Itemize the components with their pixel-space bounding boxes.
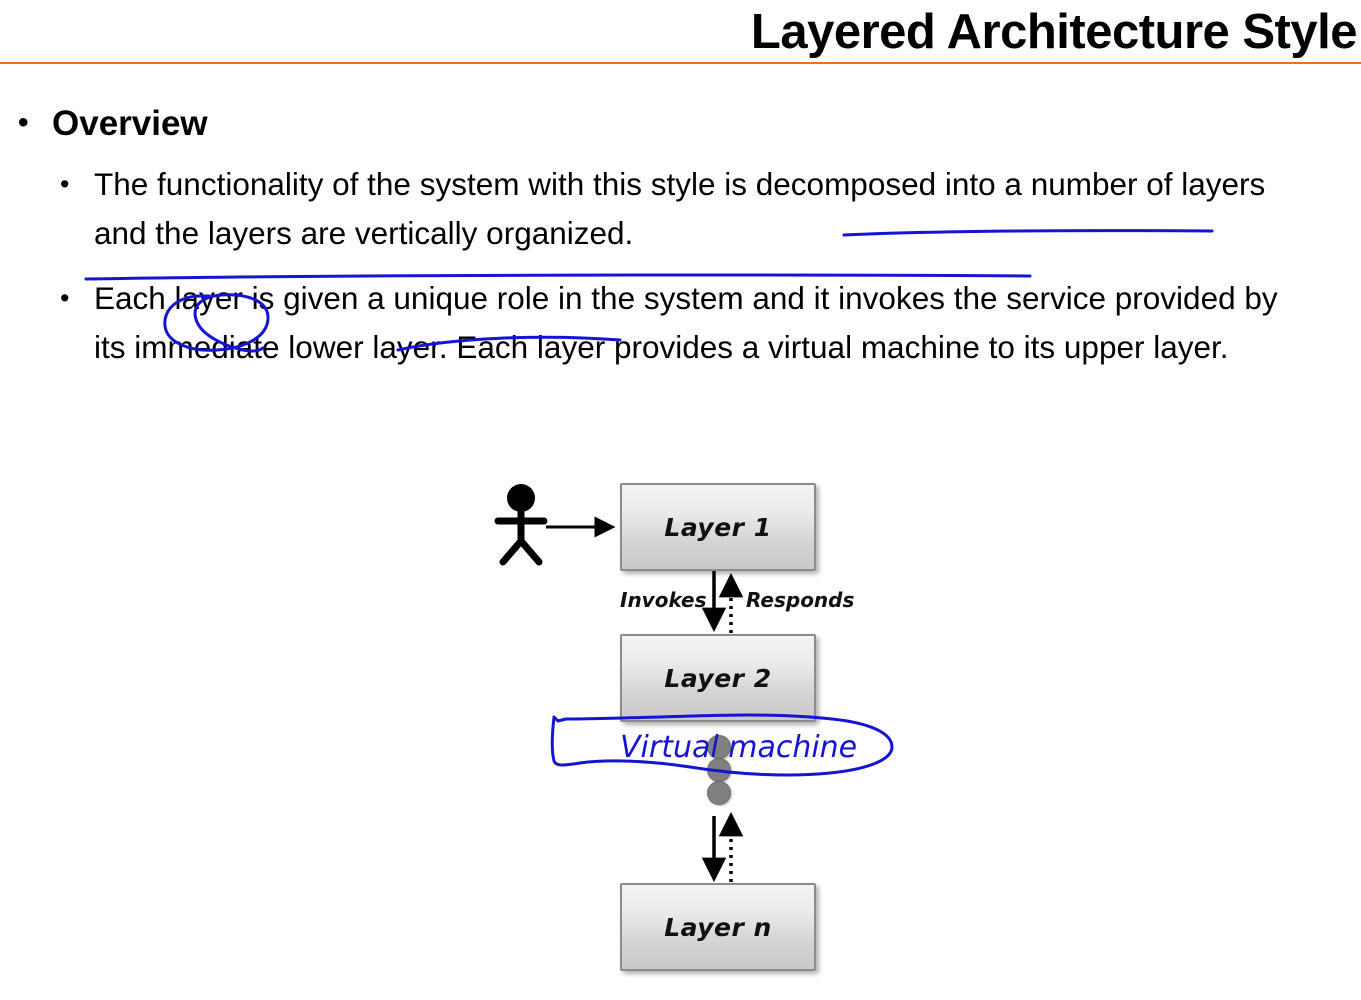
user-actor-icon xyxy=(494,484,548,566)
bullet-overview-label: Overview xyxy=(52,104,208,143)
bullet-glyph-icon: • xyxy=(60,169,70,199)
layer1-label: Layer 1 xyxy=(664,512,772,542)
ellipsis-dot-icon xyxy=(707,781,731,805)
layer-box-layer2[interactable]: Layer 2 xyxy=(620,634,816,722)
bullet-glyph-icon: • xyxy=(60,283,70,313)
bullet-glyph-icon: • xyxy=(18,106,29,139)
edge-label-responds: Responds xyxy=(746,588,855,612)
layer2-label: Layer 2 xyxy=(664,663,772,693)
layer-box-layern[interactable]: Layer n xyxy=(620,883,816,971)
bullet-functionality: • The functionality of the system with t… xyxy=(0,160,1330,258)
slide-content: • Overview • The functionality of the sy… xyxy=(0,102,1330,372)
edge-label-invokes: Invokes xyxy=(620,588,707,612)
layer-box-layer1[interactable]: Layer 1 xyxy=(620,483,816,571)
bullet-unique-role-text: Each layer is given a unique role in the… xyxy=(94,280,1278,365)
layern-label: Layer n xyxy=(664,912,772,942)
bullet-unique-role: • Each layer is given a unique role in t… xyxy=(0,274,1330,372)
bullet-functionality-text: The functionality of the system with thi… xyxy=(94,166,1266,251)
bullet-overview: • Overview xyxy=(0,102,1330,146)
title-underline-rule xyxy=(0,62,1361,64)
page-title: Layered Architecture Style xyxy=(750,5,1358,59)
